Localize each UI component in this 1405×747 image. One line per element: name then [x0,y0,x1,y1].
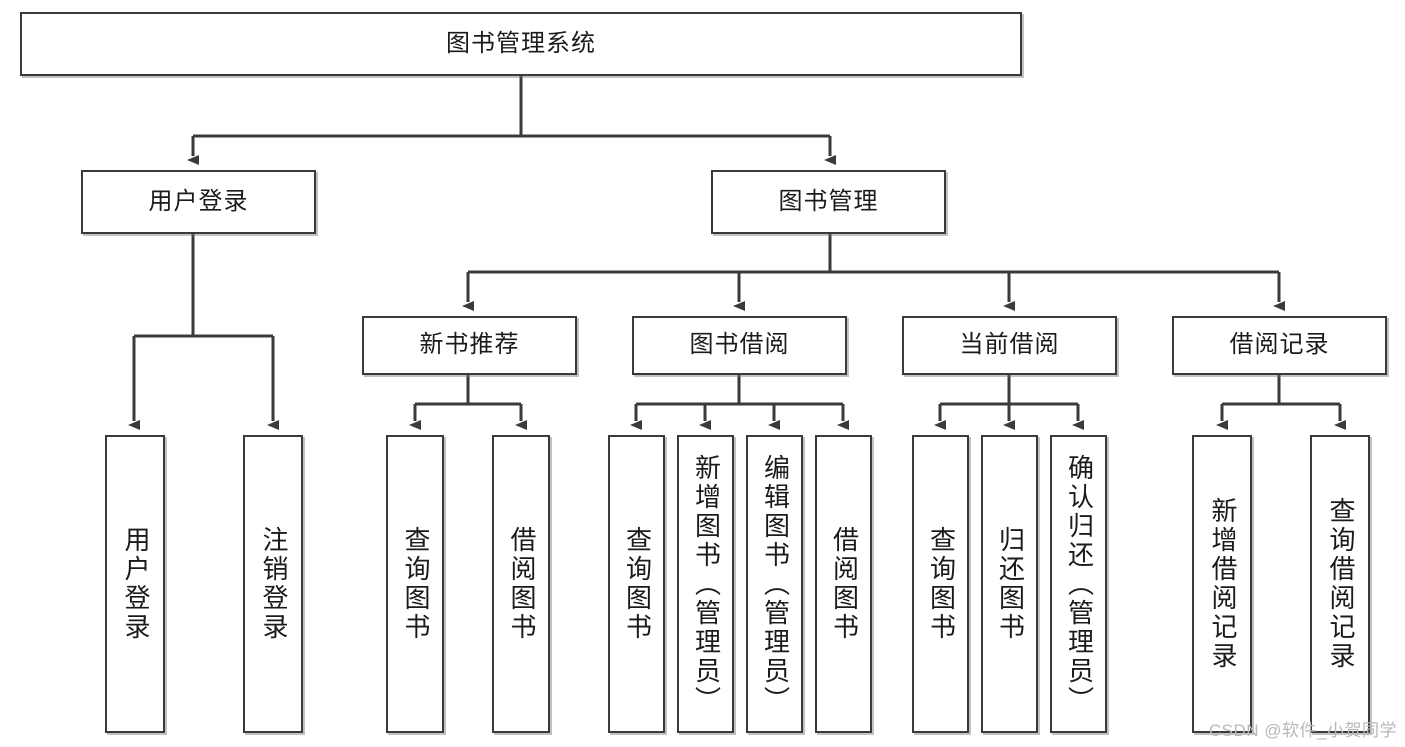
leaf-new-book-query-label: 查询图书 [400,526,431,642]
leaf-current-borrow-query[interactable]: 查询图书 [912,435,969,733]
leaf-borrow-record-add[interactable]: 新增借阅记录 [1192,435,1252,733]
node-root-label: 图书管理系统 [446,29,596,57]
leaf-book-borrow-add[interactable]: 新增图书（管理员） [677,435,734,733]
watermark: CSDN @软件_小贺同学 [1208,721,1397,740]
node-borrow-record-label: 借阅记录 [1229,331,1330,359]
leaf-current-borrow-query-label: 查询图书 [926,526,957,642]
node-current-borrow-label: 当前借阅 [959,331,1060,359]
leaf-new-book-query[interactable]: 查询图书 [386,435,444,733]
leaf-book-borrow-borrow-label: 借阅图书 [829,526,860,642]
leaf-user-login-logout-label: 注销登录 [258,526,289,642]
node-book-management[interactable]: 图书管理 [711,170,946,234]
node-user-login-label: 用户登录 [148,187,249,215]
leaf-book-borrow-edit[interactable]: 编辑图书（管理员） [746,435,803,733]
node-current-borrow[interactable]: 当前借阅 [902,316,1117,375]
node-book-borrow[interactable]: 图书借阅 [632,316,847,375]
leaf-borrow-record-add-label: 新增借阅记录 [1207,497,1238,671]
node-root[interactable]: 图书管理系统 [20,12,1022,76]
leaf-book-borrow-query-label: 查询图书 [622,526,653,642]
node-borrow-record[interactable]: 借阅记录 [1172,316,1387,375]
leaf-user-login-login[interactable]: 用户登录 [105,435,165,733]
node-book-borrow-label: 图书借阅 [689,331,790,359]
node-book-management-label: 图书管理 [778,187,879,215]
leaf-current-borrow-confirm[interactable]: 确认归还（管理员） [1050,435,1107,733]
leaf-new-book-borrow[interactable]: 借阅图书 [492,435,550,733]
node-user-login[interactable]: 用户登录 [81,170,316,234]
leaf-book-borrow-borrow[interactable]: 借阅图书 [815,435,872,733]
leaf-user-login-login-label: 用户登录 [120,526,151,642]
leaf-book-borrow-add-label: 新增图书（管理员） [691,453,722,715]
leaf-borrow-record-query-label: 查询借阅记录 [1325,497,1356,671]
leaf-current-borrow-return[interactable]: 归还图书 [981,435,1038,733]
leaf-book-borrow-edit-label: 编辑图书（管理员） [760,453,791,715]
leaf-current-borrow-return-label: 归还图书 [995,526,1026,642]
leaf-new-book-borrow-label: 借阅图书 [506,526,537,642]
leaf-borrow-record-query[interactable]: 查询借阅记录 [1310,435,1370,733]
leaf-current-borrow-confirm-label: 确认归还（管理员） [1064,453,1095,715]
node-new-book-recommend[interactable]: 新书推荐 [362,316,577,375]
leaf-user-login-logout[interactable]: 注销登录 [243,435,303,733]
leaf-book-borrow-query[interactable]: 查询图书 [608,435,665,733]
node-new-book-recommend-label: 新书推荐 [419,331,520,359]
